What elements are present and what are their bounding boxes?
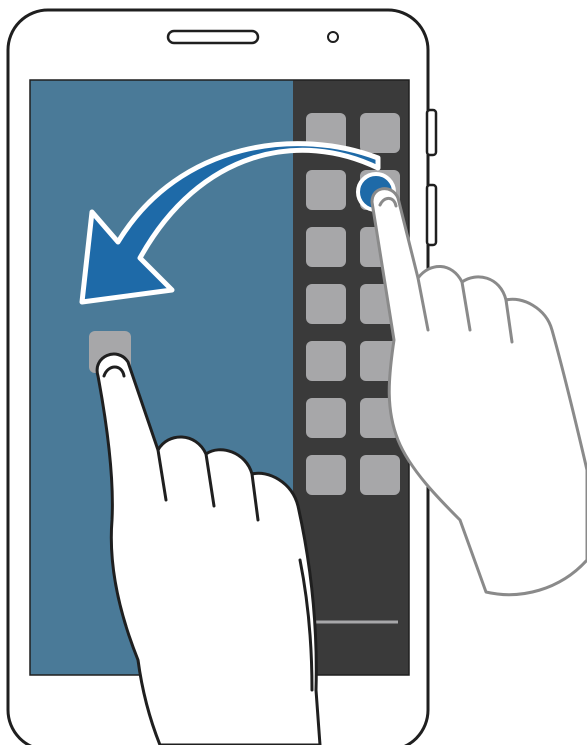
app-tray-tile[interactable] (306, 341, 346, 381)
front-camera-icon (328, 32, 338, 42)
app-tray-tile[interactable] (306, 398, 346, 438)
volume-button (427, 110, 436, 155)
app-tray-tile[interactable] (360, 455, 400, 495)
app-tray-tile[interactable] (306, 284, 346, 324)
speaker-slot-icon (168, 31, 258, 43)
app-tray-tile[interactable] (306, 455, 346, 495)
app-tray-tile[interactable] (306, 170, 346, 210)
app-tray-tile[interactable] (360, 113, 400, 153)
power-button (427, 185, 436, 245)
app-tray-tile[interactable] (306, 227, 346, 267)
